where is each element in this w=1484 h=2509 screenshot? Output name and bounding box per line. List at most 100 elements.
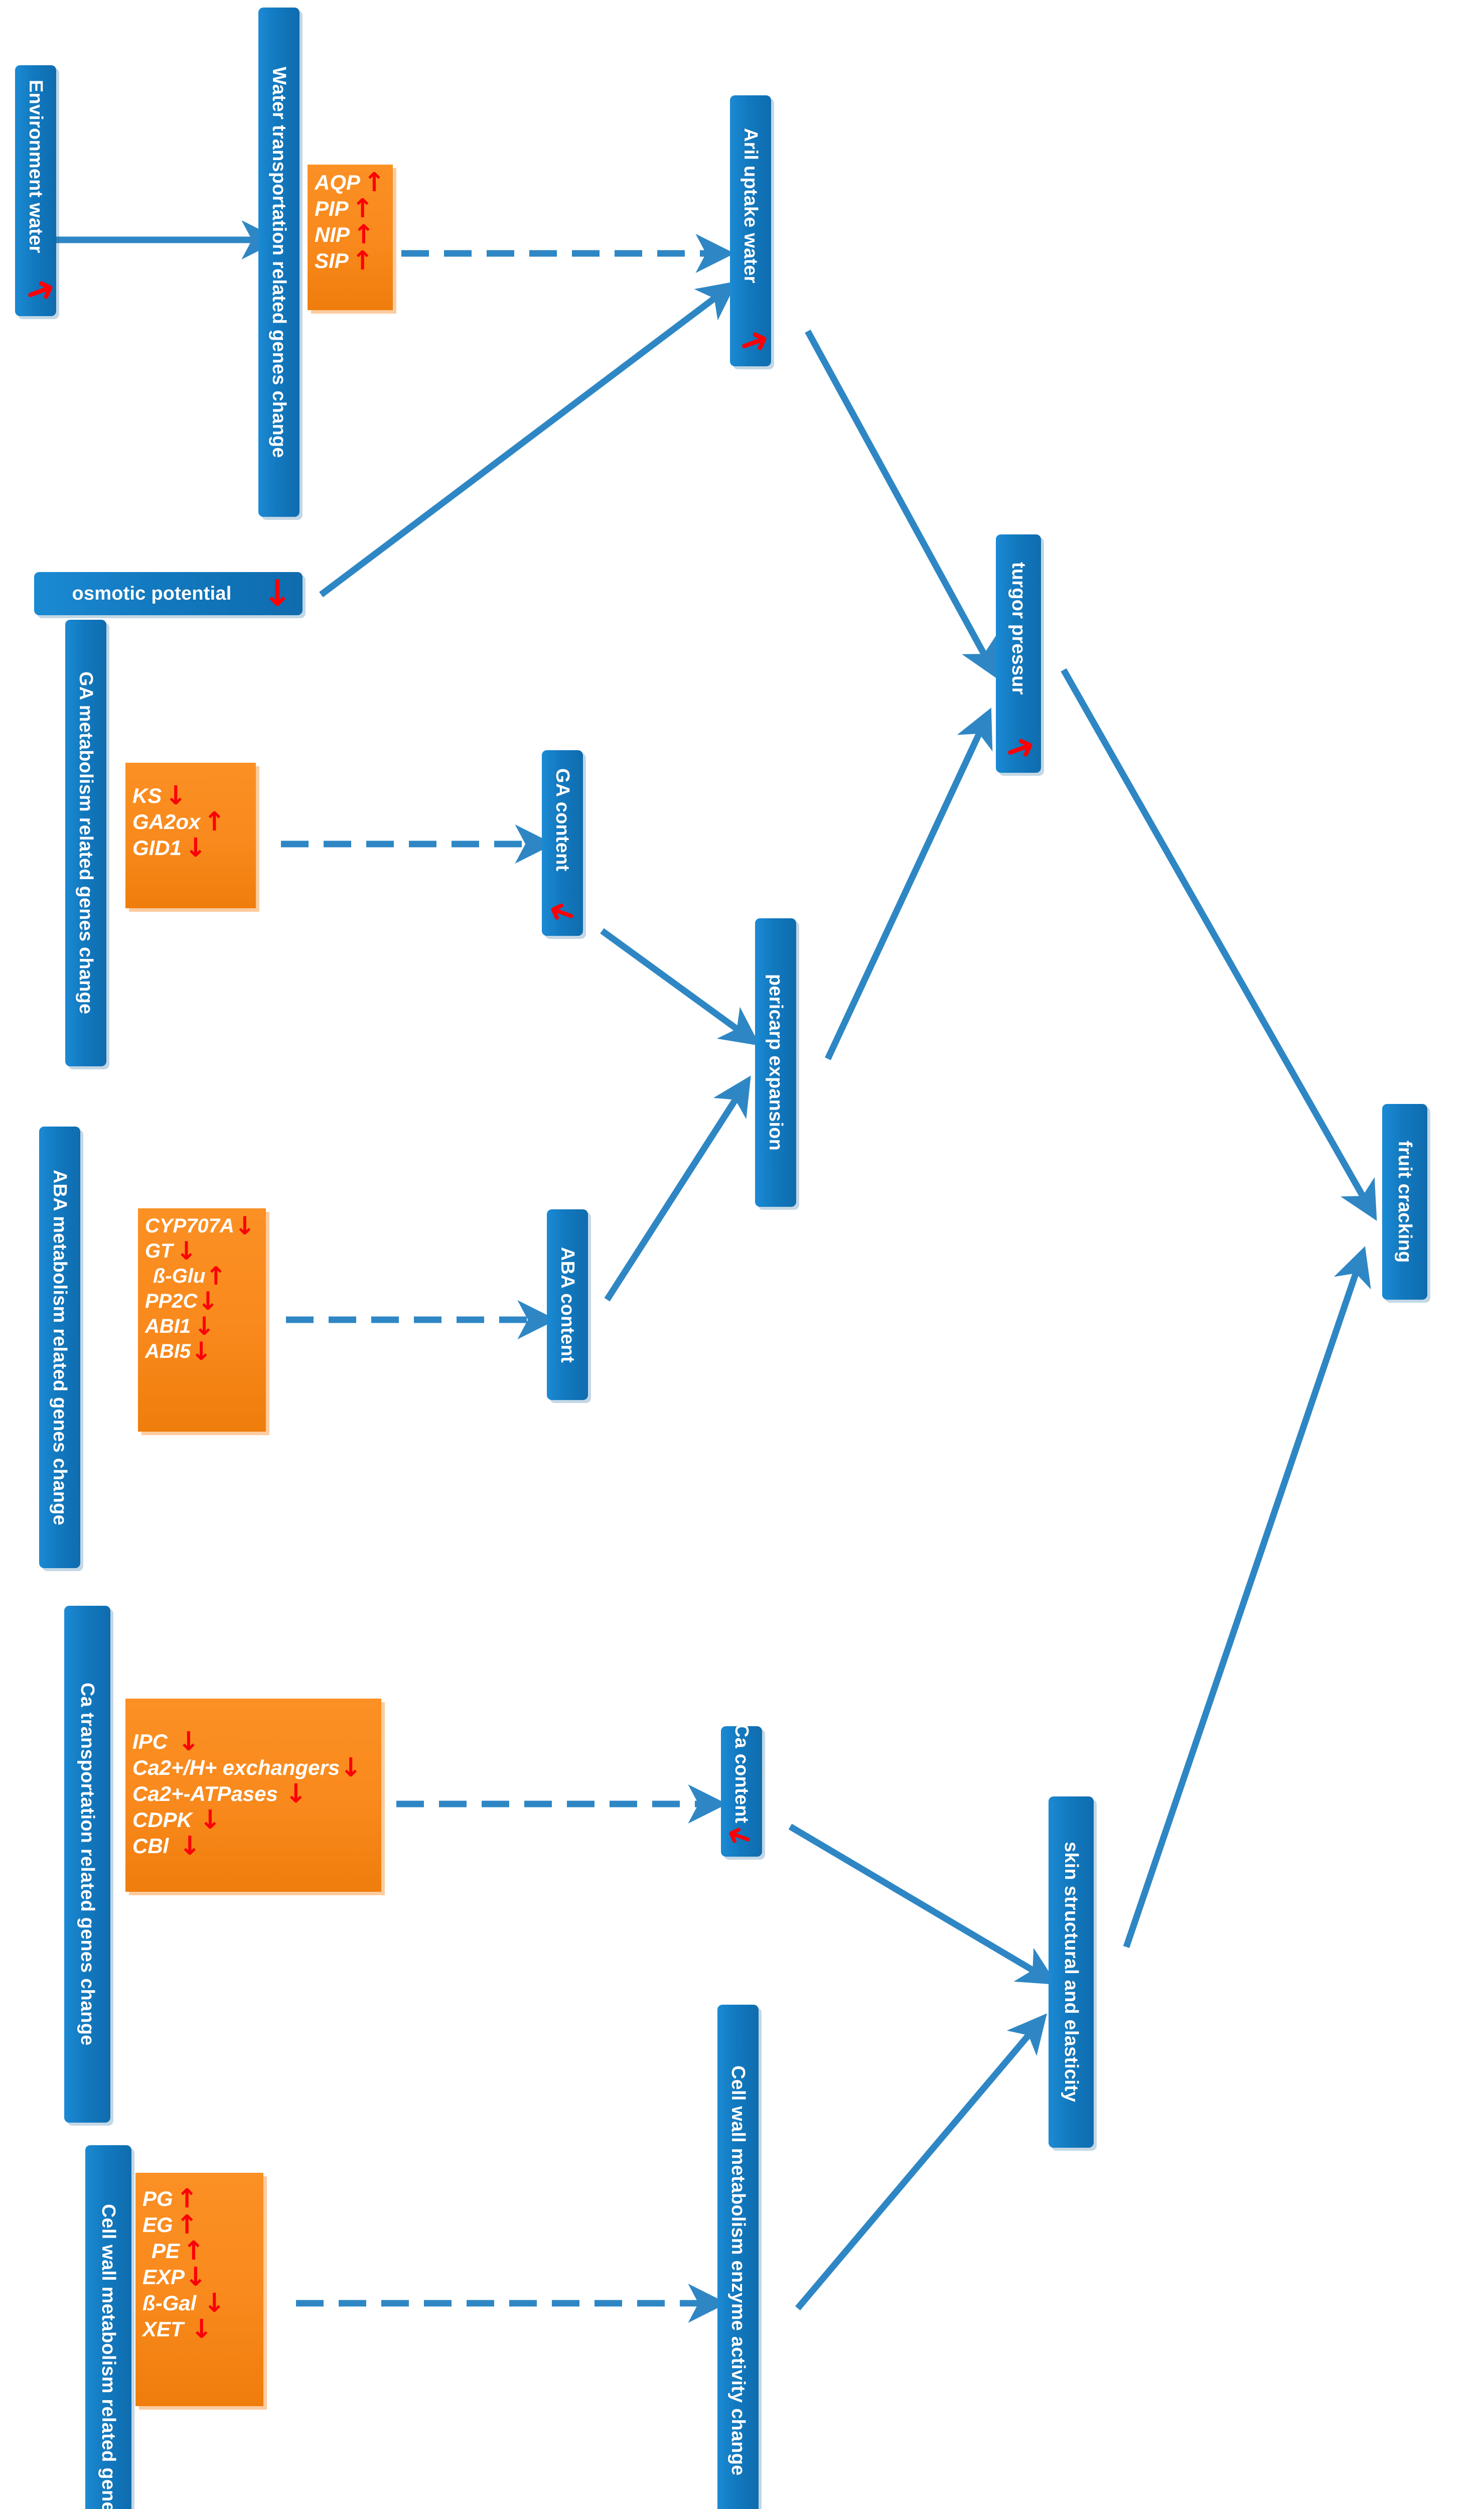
process-box-cellwall-enzyme[interactable]: Cell wall metabolism enzyme activity cha… [717, 2005, 759, 2509]
gene-row: CBl ↓ [132, 1833, 374, 1859]
gene-down-arrow-icon: ↓ [185, 2262, 207, 2292]
gene-down-arrow-icon: ↓ [197, 1287, 219, 1316]
process-label-osmotic-potential: osmotic potential [72, 583, 232, 604]
gene-row: Ca2+-ATPases ↓ [132, 1781, 374, 1807]
gene-up-arrow-icon: ↑ [351, 246, 374, 276]
gene-row: ß-Gal ↓ [142, 2290, 256, 2316]
process-label-aba-content: ABA content [557, 1246, 578, 1363]
gene-name: XET [142, 2317, 184, 2341]
gene-up-arrow-icon: ↑ [205, 1262, 227, 1291]
gene-down-arrow-icon: ↓ [178, 1727, 200, 1757]
gene-row: PIP ↑ [315, 196, 386, 222]
gene-name: GID1 [132, 836, 182, 860]
gene-row: NIP ↑ [315, 222, 386, 248]
connector-ca-content-to-skin [788, 1824, 1058, 1985]
connector-osmotic-to-aril [319, 281, 737, 598]
process-box-osmotic-potential[interactable]: osmotic potential ↓ [34, 572, 303, 615]
gene-row: EXP ↓ [142, 2264, 256, 2290]
increase-arrow-icon: ➜ [19, 265, 62, 315]
connector-aba-content-to-pericarp [604, 1075, 751, 1302]
gene-row: IPC ↓ [132, 1729, 374, 1755]
gene-row: ABI5 ↓ [145, 1339, 259, 1364]
process-box-ga-content[interactable]: GA content ➜ [542, 750, 583, 936]
process-label-aba-genes: ABA metabolism related genes change [49, 1169, 70, 1525]
gene-down-arrow-icon: ↓ [194, 1312, 215, 1341]
gene-up-arrow-icon: ↑ [351, 194, 374, 224]
increase-arrow-icon: ➜ [732, 316, 776, 366]
decrease-arrow-icon: ➜ [542, 890, 581, 937]
gene-name: ß-Gal [142, 2291, 197, 2315]
gene-panel-ca[interactable]: IPC ↓ Ca2+/H+ exchangers ↓ Ca2+-ATPases … [125, 1699, 381, 1892]
gene-panel-aba[interactable]: CYP707A ↓ GT ↓ ß-Glu ↑ PP2C ↓ ABI1 ↓ ABI… [138, 1208, 266, 1432]
gene-up-arrow-icon: ↑ [176, 2184, 198, 2214]
gene-up-arrow-icon: ↑ [203, 807, 225, 837]
process-box-aba-content[interactable]: ABA content [547, 1209, 588, 1400]
process-box-ca-content[interactable]: Ca content ➜ [720, 1723, 762, 1859]
process-box-water-transport-genes[interactable]: Water transportation related genes chang… [258, 8, 300, 517]
gene-down-arrow-icon: ↓ [190, 2314, 213, 2344]
gene-panel-ga[interactable]: KS ↓ GA2ox ↑ GID1 ↓ [125, 763, 256, 908]
connector-ga-content-to-pericarp [600, 928, 760, 1046]
gene-row: EG ↑ [142, 2212, 256, 2238]
gene-row: GID1 ↓ [132, 835, 249, 861]
process-label-water-transport-genes: Water transportation related genes chang… [268, 66, 289, 458]
gene-up-arrow-icon: ↑ [353, 220, 375, 250]
gene-down-arrow-icon: ↓ [340, 1753, 362, 1783]
gene-name: Ca2+-ATPases [132, 1782, 278, 1806]
gene-up-arrow-icon: ↑ [183, 2236, 205, 2266]
process-box-ga-genes[interactable]: GA metabolism related genes change [65, 620, 106, 1066]
gene-row: CDPK ↓ [132, 1807, 374, 1833]
gene-name: ABI1 [145, 1315, 191, 1337]
gene-name: EXP [142, 2265, 185, 2289]
process-box-aba-genes[interactable]: ABA metabolism related genes change [39, 1127, 80, 1568]
gene-name: PG [142, 2187, 173, 2211]
gene-up-arrow-icon: ↑ [363, 168, 385, 198]
connector-skin-to-cracking [1123, 1246, 1371, 1948]
gene-name: IPC [132, 1730, 168, 1754]
process-box-skin-structure[interactable]: skin structural and elasticity [1049, 1796, 1094, 2148]
connector-enzyme-to-skin [795, 2013, 1047, 2311]
gene-down-arrow-icon: ↓ [165, 781, 187, 811]
process-box-cellwall-genes[interactable]: Cell wall metabolism related genes chang… [85, 2145, 131, 2509]
connector-aril-to-turgor [805, 329, 998, 679]
process-box-ca-genes[interactable]: Ca transportation related genes change [64, 1606, 110, 2123]
process-box-pericarp-expansion[interactable]: pericarp expansion [755, 918, 796, 1207]
gene-row: GT ↓ [145, 1238, 259, 1264]
gene-down-arrow-icon: ↓ [199, 1805, 221, 1835]
process-box-environment-water[interactable]: Environment water ➜ [15, 65, 62, 316]
gene-down-arrow-icon: ↓ [203, 2288, 225, 2318]
gene-row: GA2ox ↑ [132, 809, 249, 835]
process-label-turgor-pressure: turgor pressur [1008, 562, 1029, 695]
process-label-ca-content: Ca content [731, 1723, 752, 1824]
gene-panel-water-transport[interactable]: AQP ↑ PIP ↑ NIP ↑ SIP ↑ [308, 165, 393, 310]
gene-name: PE [152, 2239, 180, 2263]
increase-arrow-icon: ➜ [998, 723, 1042, 773]
process-box-turgor-pressure[interactable]: turgor pressur ➜ [996, 534, 1042, 773]
process-box-fruit-cracking[interactable]: fruit cracking [1382, 1104, 1427, 1300]
gene-panel-cellwall[interactable]: PG ↑ EG ↑ PE ↑ EXP ↓ ß-Gal ↓ XET ↓ [135, 2173, 263, 2406]
gene-name: Ca2+/H+ exchangers [132, 1756, 340, 1780]
gene-row: ß-Glu ↑ [145, 1264, 259, 1289]
process-label-ca-genes: Ca transportation related genes change [77, 1683, 98, 2046]
gene-row: ABI1 ↓ [145, 1314, 259, 1339]
process-box-aril-uptake-water[interactable]: Aril uptake water ➜ [730, 95, 776, 366]
gene-name: GA2ox [132, 810, 201, 834]
process-label-ga-content: GA content [552, 768, 573, 872]
gene-name: AQP [315, 171, 361, 195]
gene-down-arrow-icon: ↓ [191, 1337, 212, 1366]
process-label-aril-uptake-water: Aril uptake water [740, 128, 761, 284]
gene-row: SIP ↑ [315, 248, 386, 274]
gene-name: CDPK [132, 1808, 193, 1832]
gene-down-arrow-icon: ↓ [176, 1236, 197, 1266]
gene-row: Ca2+/H+ exchangers ↓ [132, 1755, 374, 1781]
gene-row: KS ↓ [132, 783, 249, 809]
decrease-arrow-icon: ➜ [720, 1816, 758, 1859]
gene-row: PP2C ↓ [145, 1289, 259, 1314]
gene-down-arrow-icon: ↓ [234, 1211, 255, 1240]
gene-row: PE ↑ [142, 2238, 256, 2264]
gene-name: PP2C [145, 1290, 198, 1312]
gene-name: CYP707A [145, 1214, 234, 1237]
process-label-environment-water: Environment water [25, 80, 46, 253]
gene-up-arrow-icon: ↑ [176, 2210, 198, 2240]
